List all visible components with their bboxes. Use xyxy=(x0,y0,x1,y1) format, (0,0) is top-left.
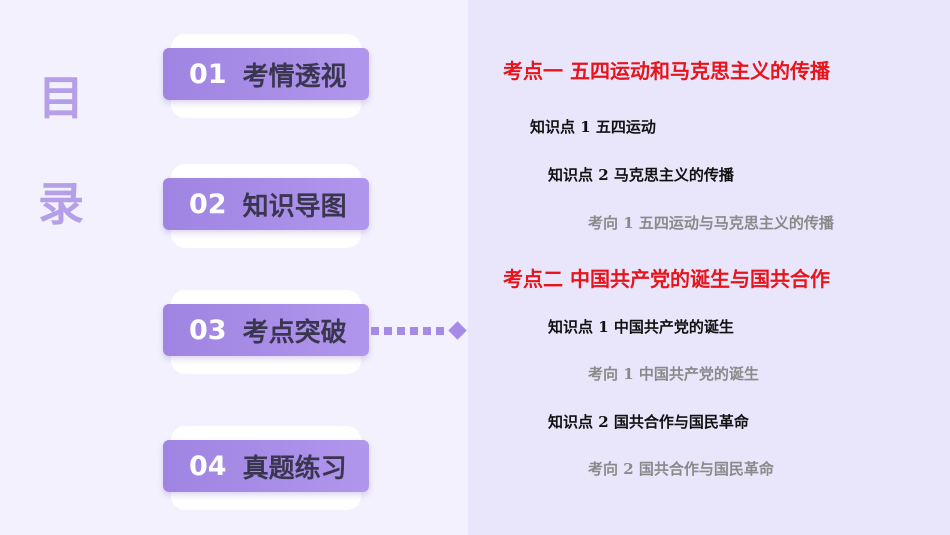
title-char-1: 目 xyxy=(38,71,84,125)
heading-2: 考点二 中国共产党的诞生与国共合作 xyxy=(503,267,830,291)
menu-num: 03 xyxy=(189,314,227,346)
point-2-1: 知识点 1 中国共产党的诞生 xyxy=(548,318,734,336)
direction-1-1: 考向 1 五四运动与马克思主义的传播 xyxy=(588,214,834,232)
menu-item-4[interactable]: 04 真题练习 xyxy=(163,426,369,510)
menu-label: 考情透视 xyxy=(242,61,347,92)
menu-num: 02 xyxy=(189,188,227,220)
point-1-2: 知识点 2 马克思主义的传播 xyxy=(548,166,734,184)
menu-label: 知识导图 xyxy=(242,191,347,222)
menu-item-1[interactable]: 01 考情透视 xyxy=(163,34,369,118)
heading-1: 考点一 五四运动和马克思主义的传播 xyxy=(503,59,830,83)
title-char-2: 录 xyxy=(38,177,84,231)
point-2-2: 知识点 2 国共合作与国民革命 xyxy=(548,413,749,431)
menu-label: 考点突破 xyxy=(242,317,347,348)
direction-2-1: 考向 1 中国共产党的诞生 xyxy=(588,365,759,383)
direction-2-2: 考向 2 国共合作与国民革命 xyxy=(588,460,774,478)
menu-item-3[interactable]: 03 考点突破 xyxy=(163,290,369,374)
point-1-1: 知识点 1 五四运动 xyxy=(530,118,656,136)
menu-item-2[interactable]: 02 知识导图 xyxy=(163,164,369,248)
content-panel xyxy=(468,0,950,535)
menu-num: 04 xyxy=(189,450,227,482)
dotted-arrow-icon xyxy=(371,321,467,340)
menu-label: 真题练习 xyxy=(242,453,347,484)
menu-num: 01 xyxy=(189,58,227,90)
